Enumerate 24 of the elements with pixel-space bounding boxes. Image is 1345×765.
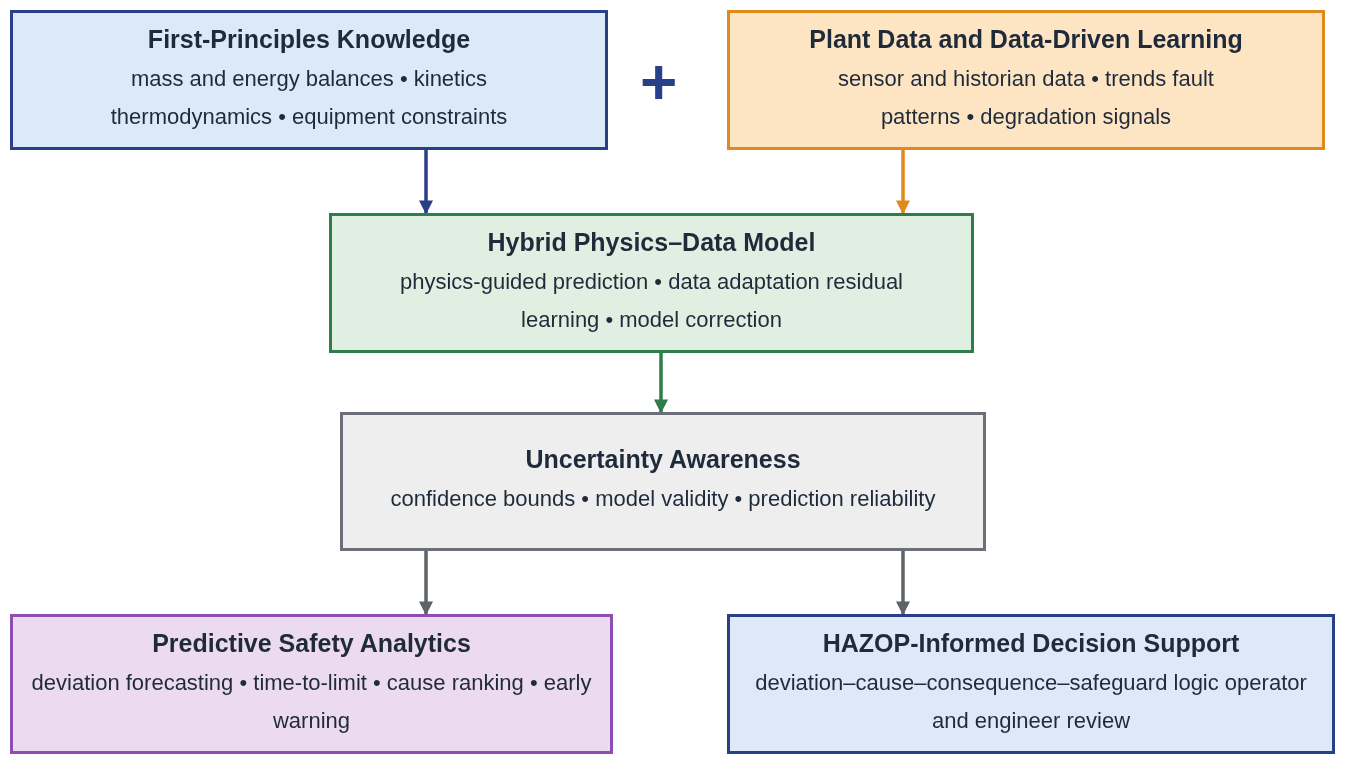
box-title: Hybrid Physics–Data Model <box>487 228 816 258</box>
arrow <box>654 353 668 414</box>
process-box <box>727 614 1335 754</box>
box-title: Plant Data and Data-Driven Learning <box>809 25 1243 55</box>
plus-sign: + <box>640 50 678 114</box>
process-box <box>340 412 986 551</box>
arrow <box>419 551 433 616</box>
box-description: physics-guided prediction • data adaptation residual learning • model correction <box>399 268 904 334</box>
arrow <box>419 150 433 215</box>
box-description: mass and energy balances • kinetics thermodynamics • equipment constraints <box>109 65 509 131</box>
box-title: First-Principles Knowledge <box>147 25 471 55</box>
arrow <box>896 150 910 215</box>
box-description: deviation–cause–consequence–safeguard logic operator and engineer review <box>754 669 1308 735</box>
process-box <box>727 10 1325 150</box>
box-title: Uncertainty Awareness <box>525 445 801 475</box>
arrow <box>896 551 910 616</box>
process-box <box>10 10 608 150</box>
box-title: HAZOP-Informed Decision Support <box>822 629 1240 659</box>
box-title: Predictive Safety Analytics <box>152 629 471 659</box>
box-description: sensor and historian data • trends fault patterns • degradation signals <box>837 65 1215 131</box>
box-description: confidence bounds • model validity • prediction reliability <box>390 485 936 514</box>
process-box <box>10 614 613 754</box>
box-description: deviation forecasting • time-to-limit • cause ranking • early warning <box>31 669 592 735</box>
process-box <box>329 213 974 353</box>
